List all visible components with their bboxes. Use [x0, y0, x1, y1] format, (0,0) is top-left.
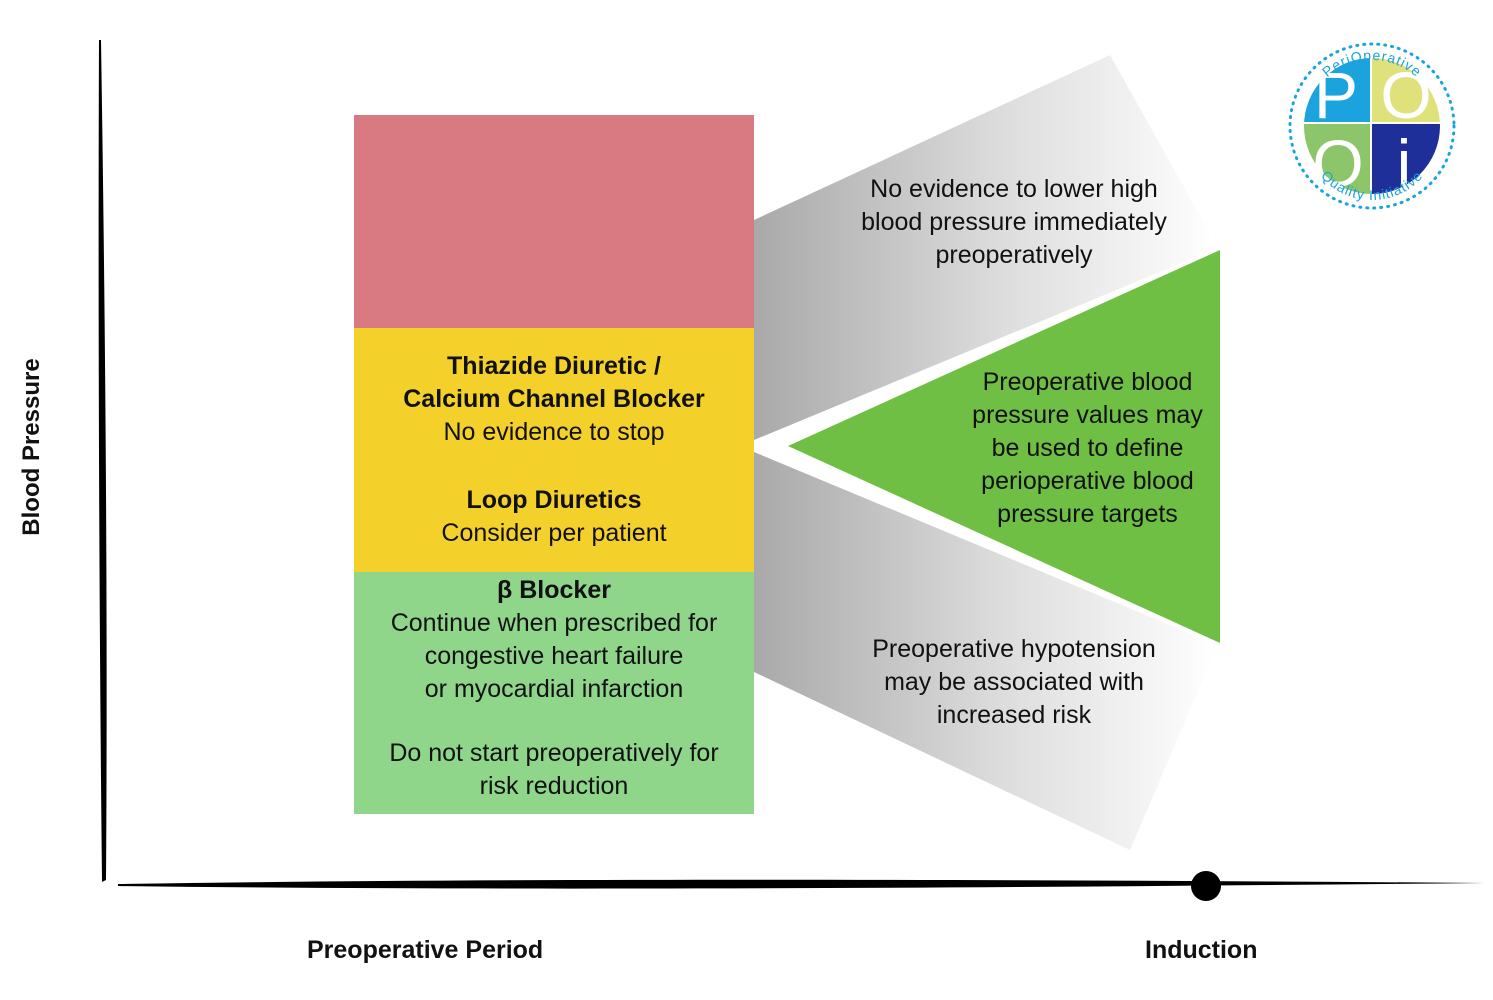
upper-wedge — [754, 55, 1218, 440]
lower-wedge — [754, 452, 1218, 850]
poqi-logo: P O Q i PeriOperative Quality Initiative — [1288, 42, 1456, 210]
targets-note: Preoperative blood pressure values may b… — [972, 368, 1203, 528]
high-bp-note: No evidence to lower high blood pressure… — [861, 175, 1167, 269]
beta-blocker-note-continue: Continue when prescribed for congestive … — [390, 609, 718, 703]
induction-marker — [1191, 871, 1221, 901]
loop-diuretics-title: Loop Diuretics — [466, 486, 642, 514]
beta-blocker-note-start: Do not start preoperatively for risk red… — [389, 739, 719, 800]
logo-letter-i: i — [1397, 126, 1412, 200]
green-triangle — [788, 250, 1220, 643]
thiazide-ccb-note: No evidence to stop — [443, 418, 665, 446]
beta-blocker-title: β Blocker — [497, 576, 611, 604]
high-bp-box — [354, 115, 754, 328]
x-axis — [118, 879, 1485, 889]
logo-letter-q: Q — [1312, 126, 1363, 200]
beta-blocker-box: β Blocker Continue when prescribed for c… — [354, 572, 754, 814]
x-axis-label-preoperative: Preoperative Period — [307, 936, 544, 964]
logo-letter-o: O — [1380, 58, 1431, 132]
y-axis — [98, 40, 107, 882]
y-axis-label: Blood Pressure — [18, 358, 45, 536]
loop-diuretics-note: Consider per patient — [441, 519, 667, 547]
diuretics-box: Thiazide Diuretic / Calcium Channel Bloc… — [354, 328, 754, 572]
logo-letter-p: P — [1314, 58, 1358, 132]
hypotension-note: Preoperative hypotension may be associat… — [872, 635, 1156, 729]
thiazide-ccb-title: Thiazide Diuretic / Calcium Channel Bloc… — [403, 352, 705, 413]
x-axis-label-induction: Induction — [1145, 936, 1258, 964]
